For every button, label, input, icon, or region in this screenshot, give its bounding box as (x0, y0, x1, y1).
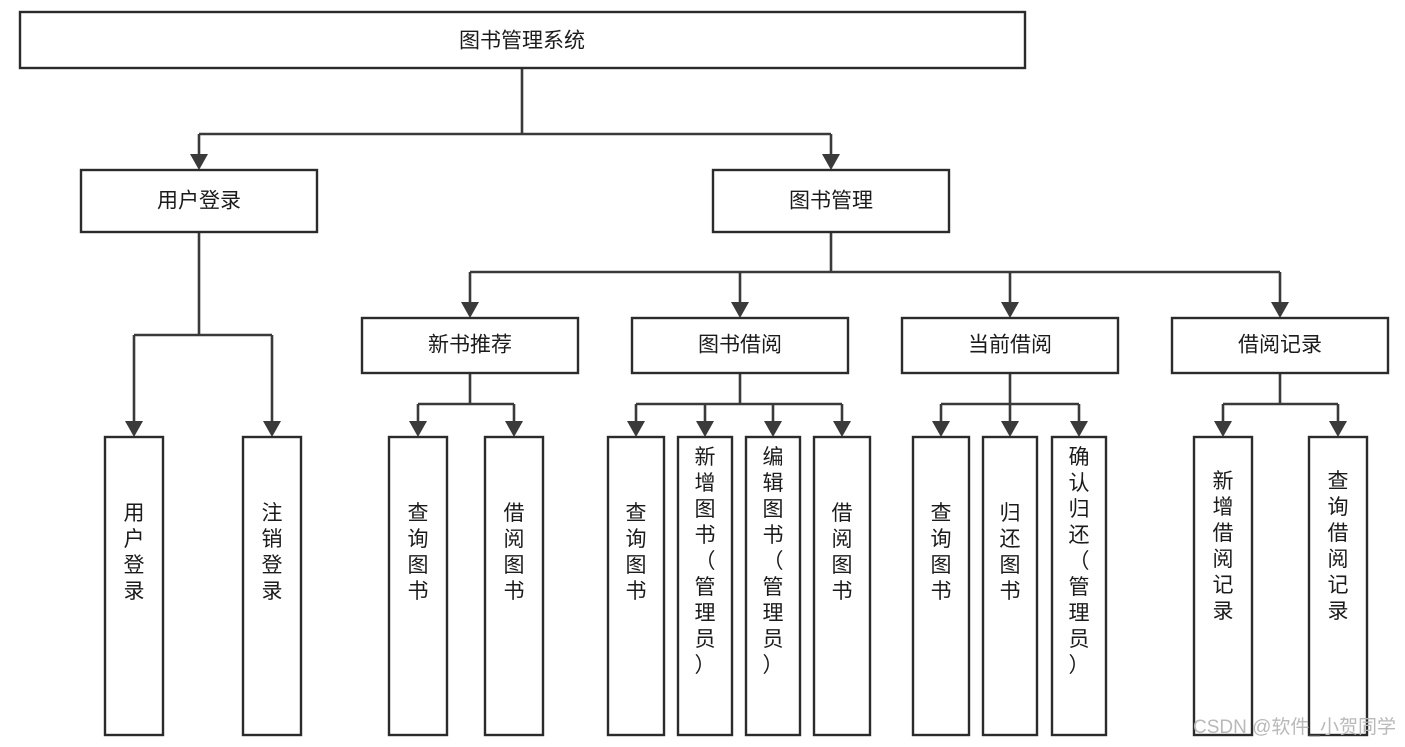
node-leaf-user-login[interactable]: 用户登录 (103, 435, 165, 737)
node-box-leaf-user-login (103, 435, 165, 737)
node-leaf-query-book-a[interactable]: 查询图书 (387, 435, 449, 737)
node-box-leaf-return-book (981, 435, 1039, 737)
node-box-leaf-borrow-book-a (483, 435, 545, 737)
watermark-label: CSDN @软件_小贺同学 (1193, 716, 1396, 738)
node-box-leaf-query-book-a (387, 435, 449, 737)
arrow-icon-bookborrow-c2 (696, 421, 714, 437)
node-label-book-management: 图书管理 (789, 190, 873, 213)
node-borrow-record[interactable]: 借阅记录 (1170, 316, 1390, 375)
node-box-leaf-query-book-c (911, 435, 971, 737)
node-box-new-book-recommend (360, 316, 580, 375)
node-leaf-borrow-book-b[interactable]: 借阅图书 (812, 435, 872, 737)
node-box-leaf-add-borrow-record (1192, 435, 1254, 737)
node-label-leaf-add-borrow-record: 新增借阅记录 (1213, 470, 1234, 623)
node-box-root (18, 10, 1027, 70)
node-box-current-borrow (900, 316, 1120, 375)
arrow-icon-newbook-c1 (409, 421, 427, 437)
node-new-book-recommend[interactable]: 新书推荐 (360, 316, 580, 375)
node-label-leaf-borrow-book-a: 借阅图书 (504, 502, 525, 603)
node-label-leaf-return-book: 归还图书 (1000, 502, 1021, 603)
node-leaf-add-borrow-record[interactable]: 新增借阅记录 (1192, 435, 1254, 737)
arrow-icon-root-to-user-login (190, 154, 208, 170)
node-label-leaf-add-book-admin: 新增图书（管理员） (695, 446, 716, 677)
node-leaf-query-book-c[interactable]: 查询图书 (911, 435, 971, 737)
node-label-leaf-query-book-a: 查询图书 (408, 502, 429, 603)
node-label-leaf-logout: 注销登录 (262, 502, 283, 603)
node-leaf-confirm-return-admin[interactable]: 确认归还（管理员） (1050, 435, 1108, 737)
arrow-icon-bookmanage-c1 (461, 302, 479, 318)
node-label-leaf-confirm-return-admin: 确认归还（管理员） (1069, 446, 1090, 677)
node-label-leaf-query-borrow-record: 查询借阅记录 (1328, 470, 1349, 623)
arrow-icon-userlogin-c1 (125, 421, 143, 437)
arrow-icon-bookmanage-c3 (1001, 302, 1019, 318)
node-leaf-query-borrow-record[interactable]: 查询借阅记录 (1307, 435, 1369, 737)
arrow-icon-newbook-c2 (505, 421, 523, 437)
node-root-book-management-system[interactable]: 图书管理系统 (18, 10, 1027, 70)
arrow-icon-currentborrow-c2 (1001, 421, 1019, 437)
node-label-leaf-user-login: 用户登录 (124, 502, 145, 603)
node-label-book-borrow: 图书借阅 (698, 334, 782, 357)
node-label-borrow-record: 借阅记录 (1238, 334, 1322, 357)
node-leaf-borrow-book-a[interactable]: 借阅图书 (483, 435, 545, 737)
arrow-icon-currentborrow-c3 (1070, 421, 1088, 437)
node-leaf-return-book[interactable]: 归还图书 (981, 435, 1039, 737)
node-box-leaf-edit-book-admin (744, 435, 802, 737)
node-label-leaf-borrow-book-b: 借阅图书 (832, 502, 853, 603)
connector-layer (125, 68, 1347, 437)
arrow-icon-bookmanage-c2 (731, 302, 749, 318)
node-leaf-add-book-admin[interactable]: 新增图书（管理员） (676, 435, 734, 737)
arrow-icon-root-to-book-manage (822, 154, 840, 170)
node-book-management[interactable]: 图书管理 (711, 168, 951, 234)
arrow-icon-bookborrow-c4 (833, 421, 851, 437)
node-box-leaf-borrow-book-b (812, 435, 872, 737)
arrow-icon-borrowrecord-c2 (1329, 421, 1347, 437)
arrow-icon-borrowrecord-c1 (1214, 421, 1232, 437)
node-label-leaf-query-book-b: 查询图书 (626, 502, 647, 603)
node-label-root: 图书管理系统 (459, 30, 585, 53)
arrow-icon-bookborrow-c3 (764, 421, 782, 437)
node-book-borrow[interactable]: 图书借阅 (630, 316, 850, 375)
node-box-book-borrow (630, 316, 850, 375)
arrow-icon-currentborrow-c1 (932, 421, 950, 437)
node-box-leaf-logout (241, 435, 303, 737)
node-label-leaf-edit-book-admin: 编辑图书（管理员） (763, 446, 784, 677)
node-label-new-book-recommend: 新书推荐 (428, 334, 512, 357)
node-box-borrow-record (1170, 316, 1390, 375)
node-user-login[interactable]: 用户登录 (79, 168, 319, 234)
node-box-leaf-query-book-b (606, 435, 666, 737)
node-leaf-edit-book-admin[interactable]: 编辑图书（管理员） (744, 435, 802, 737)
node-label-current-borrow: 当前借阅 (968, 334, 1052, 357)
arrow-icon-bookmanage-c4 (1271, 302, 1289, 318)
arrow-icon-bookborrow-c1 (627, 421, 645, 437)
node-leaf-query-book-b[interactable]: 查询图书 (606, 435, 666, 737)
node-box-leaf-query-borrow-record (1307, 435, 1369, 737)
node-label-leaf-query-book-c: 查询图书 (931, 502, 952, 603)
node-box-user-login (79, 168, 319, 234)
node-leaf-logout[interactable]: 注销登录 (241, 435, 303, 737)
node-box-leaf-confirm-return-admin (1050, 435, 1108, 737)
arrow-icon-userlogin-c2 (263, 421, 281, 437)
node-box-leaf-add-book-admin (676, 435, 734, 737)
node-label-user-login: 用户登录 (157, 190, 241, 213)
node-box-book-management (711, 168, 951, 234)
node-current-borrow[interactable]: 当前借阅 (900, 316, 1120, 375)
